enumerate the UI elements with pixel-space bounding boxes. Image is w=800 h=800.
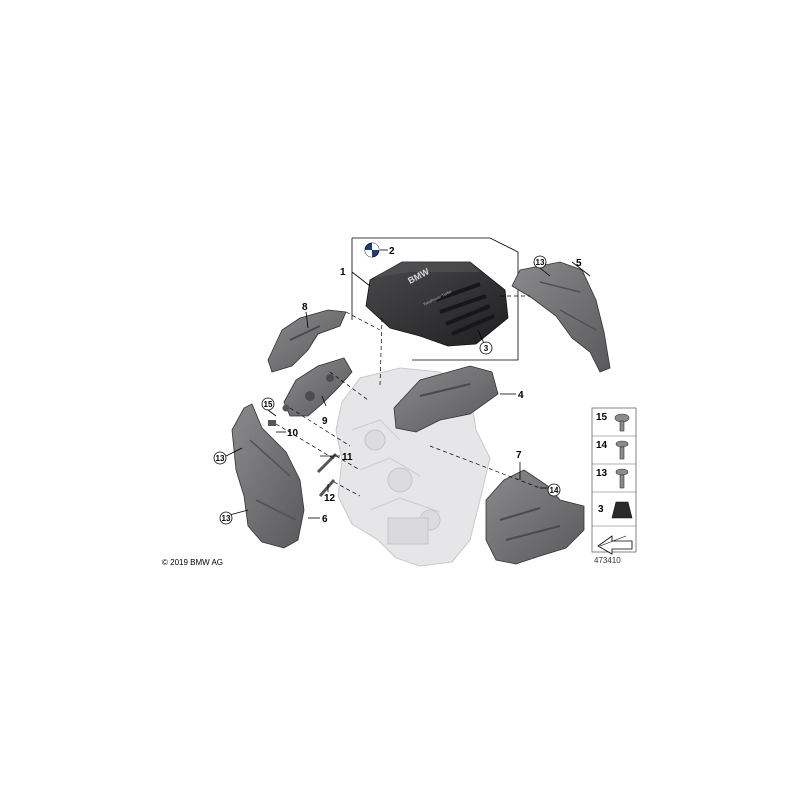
- part-6-timing-cover: [231, 403, 305, 549]
- callout-13-left: 13: [216, 454, 225, 463]
- callout-7: 7: [516, 450, 522, 461]
- callout-15: 15: [264, 400, 273, 409]
- callout-14: 14: [550, 486, 559, 495]
- image-number: 473410: [594, 556, 621, 565]
- callout-11: 11: [342, 452, 353, 463]
- legend-label-15: 15: [596, 412, 608, 423]
- callout-10: 10: [287, 428, 299, 439]
- callout-9: 9: [322, 416, 328, 427]
- callout-6: 6: [322, 514, 328, 525]
- arrow-symbol-icon: [597, 535, 633, 555]
- part-5-cover: [511, 261, 611, 373]
- rubber-mount-3-icon: [611, 501, 633, 519]
- callout-1: 1: [340, 267, 346, 278]
- small-parts-legend: 15 14 13 3: [591, 407, 637, 555]
- callout-4: 4: [518, 390, 524, 401]
- engine-cover: BMW TwinPower Turbo: [365, 261, 509, 347]
- bolt-15-icon: [614, 413, 630, 432]
- studs: [268, 404, 338, 497]
- callouts: 1 2 3 4 5 6 7 8 9 10 11 12 13 13 13 14 1…: [213, 246, 582, 525]
- part-8-bracket: [267, 309, 347, 373]
- callout-2: 2: [389, 246, 395, 257]
- part-9-bracket: [283, 357, 353, 417]
- callout-5: 5: [576, 258, 582, 269]
- part-4-shield: [393, 365, 499, 433]
- callout-13-bottom: 13: [222, 514, 231, 523]
- assembly-lines: [275, 295, 541, 497]
- callout-13-top: 13: [536, 258, 545, 267]
- bolt-13-icon: [615, 468, 629, 489]
- detail-frame: [351, 237, 519, 361]
- bolt-14-icon: [615, 440, 629, 460]
- callout-12: 12: [324, 493, 336, 504]
- callout-3: 3: [484, 344, 489, 353]
- bmw-emblem: [364, 242, 380, 258]
- part-7-manifold-cover: [485, 469, 585, 565]
- callout-8: 8: [302, 302, 308, 313]
- legend-label-13: 13: [596, 468, 608, 479]
- copyright-text: © 2019 BMW AG: [162, 558, 224, 567]
- legend-label-14: 14: [596, 440, 608, 451]
- legend-label-3: 3: [598, 504, 604, 515]
